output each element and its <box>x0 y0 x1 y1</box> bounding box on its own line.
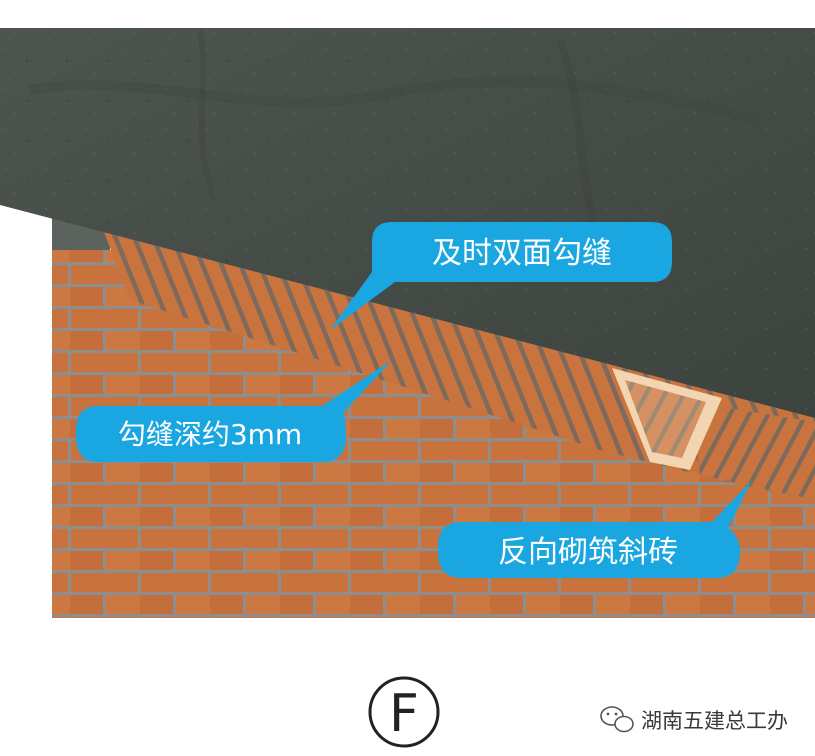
callout-top-text: 及时双面勾缝 <box>432 236 612 271</box>
callout-bottom-text: 反向砌筑斜砖 <box>498 535 678 570</box>
watermark-text: 湖南五建总工办 <box>641 709 788 733</box>
callout-left-text: 勾缝深约3mm <box>118 418 302 451</box>
figure-label-circle <box>368 676 440 748</box>
reverse-diagonal-bricks <box>690 402 815 500</box>
gap-inner-bricks <box>625 380 706 458</box>
callout-bottom-bubble <box>438 480 752 578</box>
callout-left-bubble <box>76 360 392 462</box>
figure-label: F <box>368 676 440 748</box>
callout-bottom: 反向砌筑斜砖 <box>438 480 752 578</box>
diagonal-brick-band <box>104 232 815 500</box>
watermark: 湖南五建总工办 <box>600 706 788 733</box>
figure-label-letter: F <box>389 684 419 744</box>
wechat-icon <box>600 706 634 733</box>
beam-stain <box>29 76 762 125</box>
callout-left: 勾缝深约3mm <box>76 360 392 462</box>
callout-top: 及时双面勾缝 <box>330 222 672 330</box>
callout-top-bubble <box>330 222 672 330</box>
beam-stain-2 <box>197 29 218 202</box>
